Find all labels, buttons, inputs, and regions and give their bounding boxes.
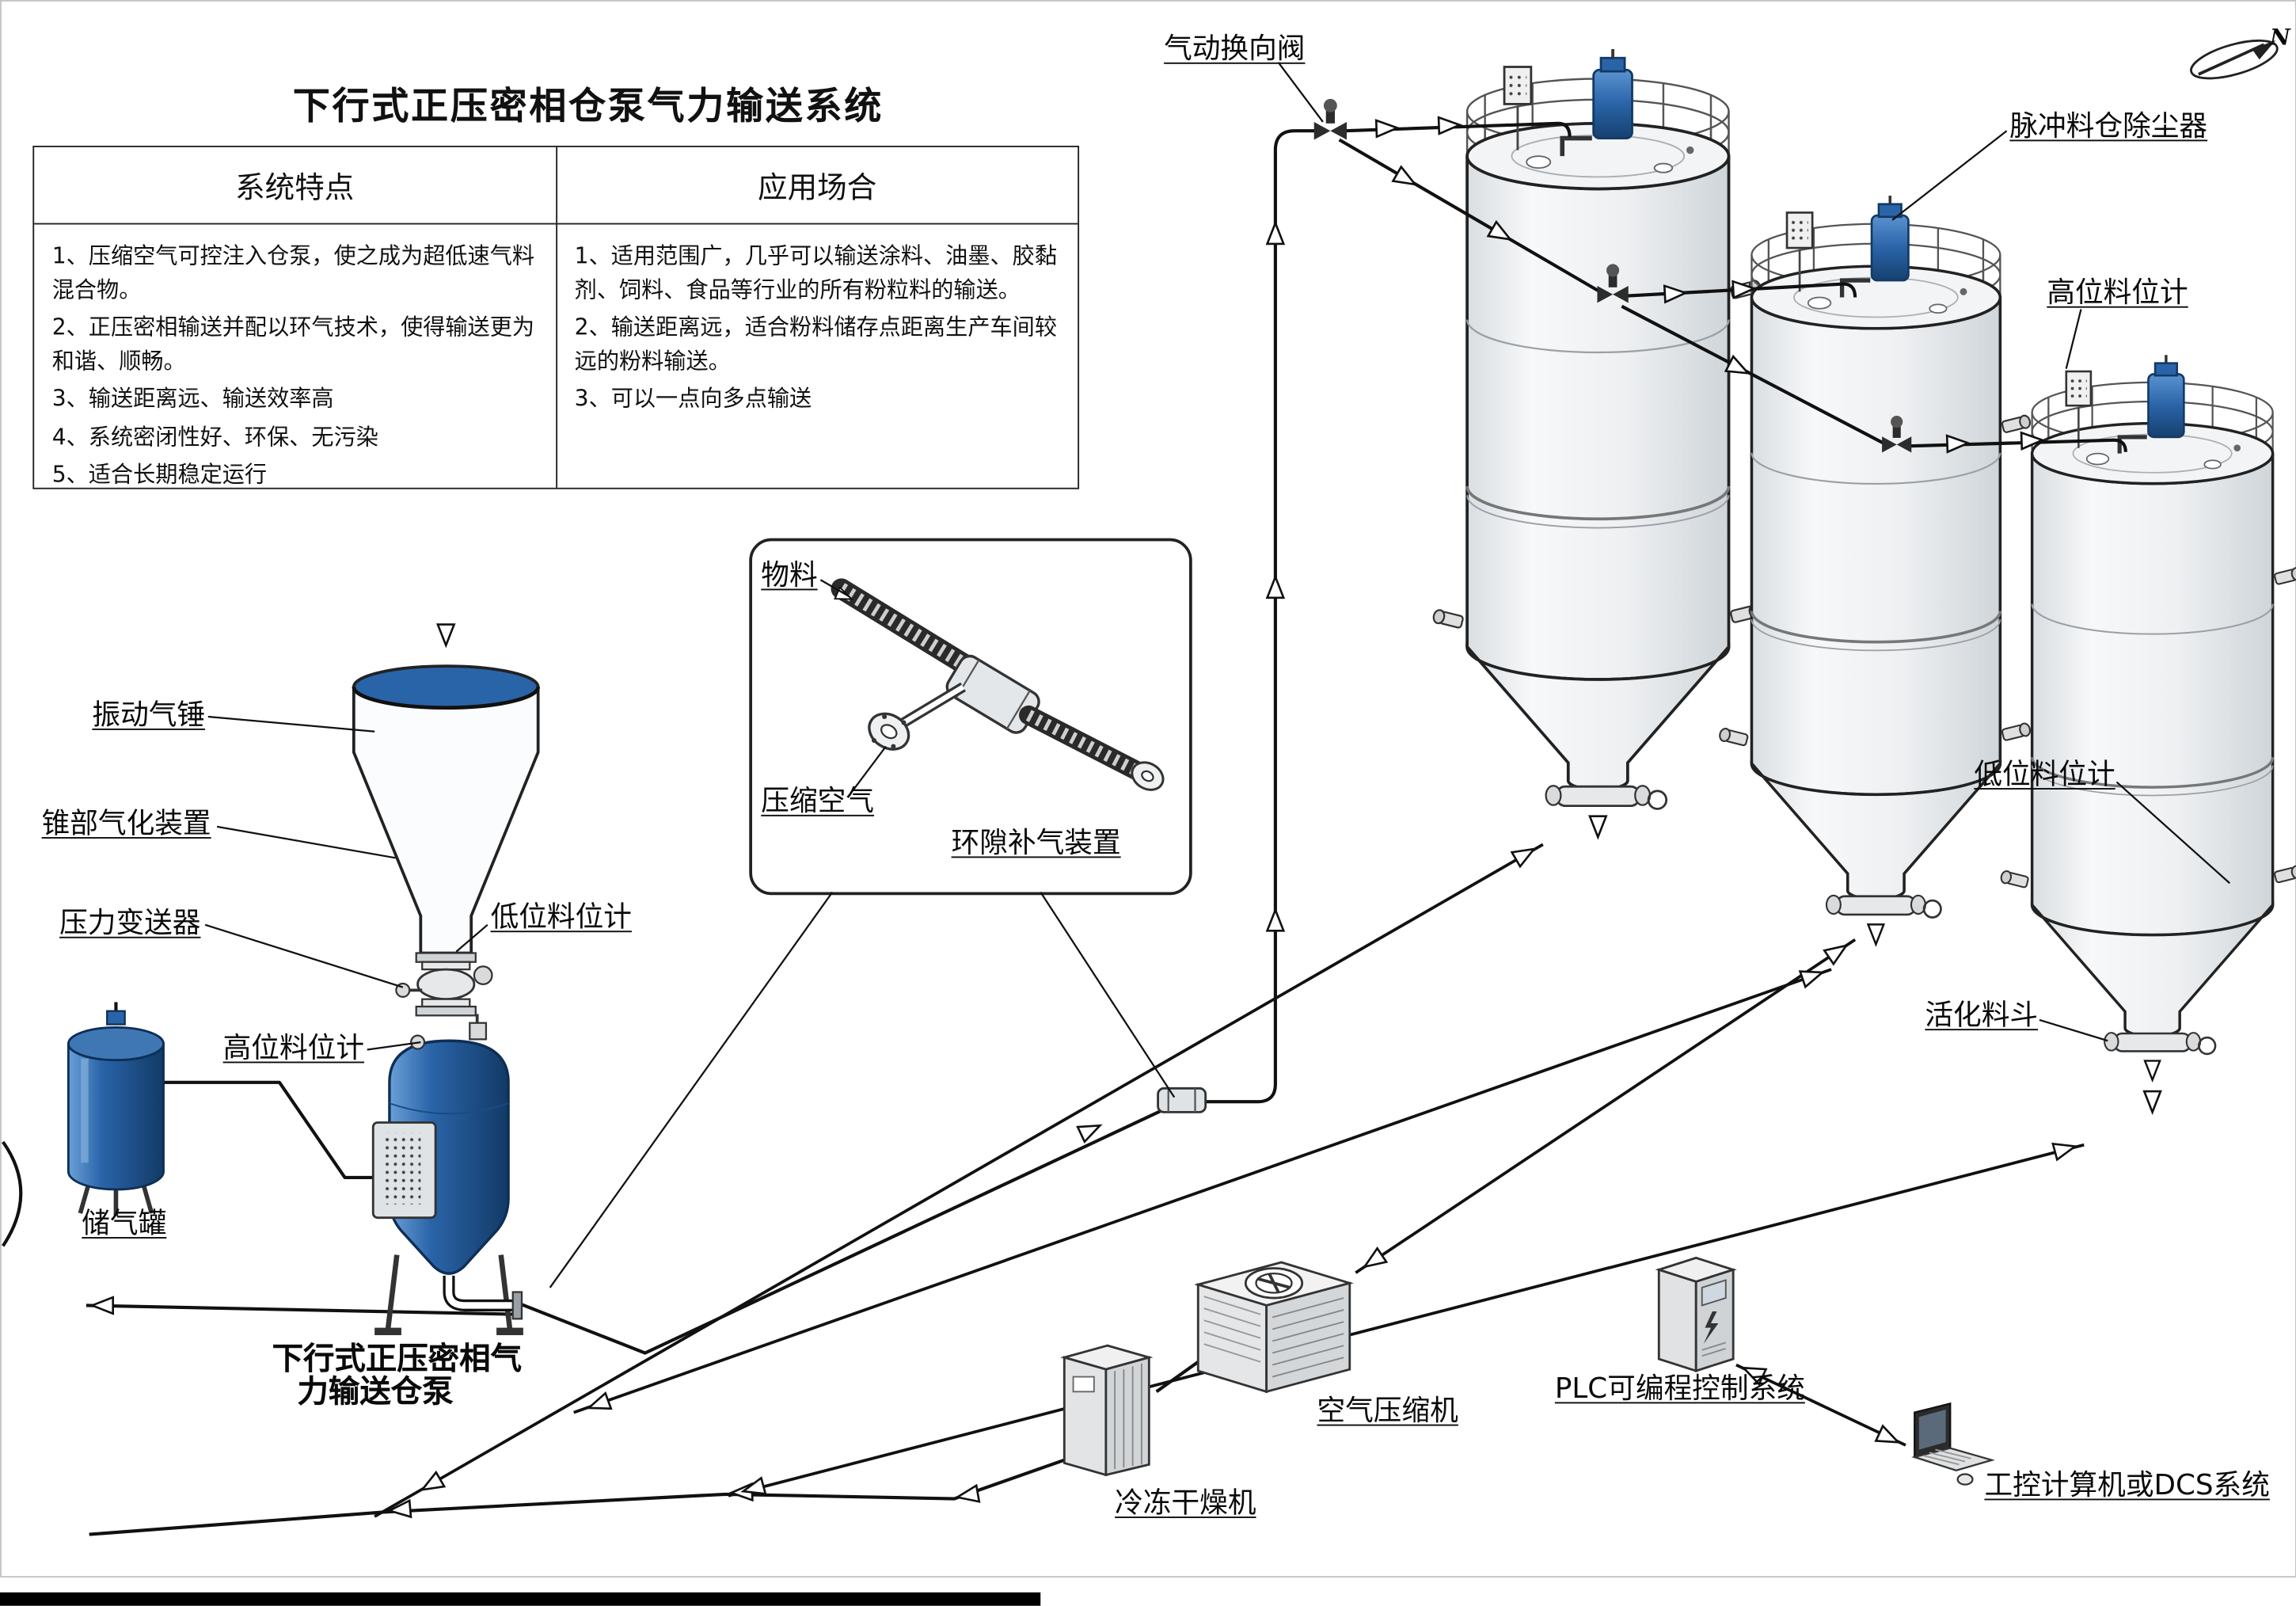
air-receiver-tank [67,1010,165,1216]
spec-header-applications: 应用场合 [758,169,877,206]
leader-lines [204,62,2231,1288]
plc-screen [1701,1279,1727,1307]
spec-table-body-row: 1、压缩空气可控注入仓泵，使之成为超低速气料混合物。 2、正压密相输送并配以环气… [34,224,1078,488]
label-material: 物料 [761,558,818,592]
storage-silo-3 [2000,355,2296,1079]
mouse-icon [1956,1473,1974,1486]
spec-features-list: 1、压缩空气可控注入仓泵，使之成为超低速气料混合物。 2、正压密相输送并配以环气… [34,224,557,488]
label-low-level-indicator-right: 低位料位计 [1974,758,2115,791]
freeze-dryer [1060,1344,1154,1477]
label-high-level-indicator-left: 高位料位计 [222,1031,365,1065]
lightning-icon [1703,1311,1719,1345]
pipework [2,121,2127,1536]
label-cone-aeration-device: 锥部气化装置 [41,807,211,840]
label-pulse-bin-dust-collector: 脉冲料仓除尘器 [2009,109,2208,143]
label-freeze-dryer: 冷冻干燥机 [1115,1486,1256,1520]
label-silo-pump-line1: 下行式正压密相气 [272,1341,523,1377]
pneumatic-diverter-valve-icon [1313,98,1348,140]
application-item: 2、输送距离远，适合粉料储存点距离生产车间较远的粉料输送。 [574,314,1057,375]
label-pneumatic-diverter-valve: 气动换向阀 [1164,32,1306,66]
label-pressure-transmitter: 压力变送器 [59,907,201,940]
label-compressed-air: 压缩空气 [761,785,874,818]
conveying-lines [374,843,2085,1518]
air-inlet-flange [868,712,910,751]
feed-hopper [352,664,541,955]
label-low-level-indicator-left: 低位料位计 [490,900,632,934]
feature-item: 1、压缩空气可控注入仓泵，使之成为超低速气料混合物。 [51,242,535,303]
annular-air-injector [1157,1087,1207,1113]
label-air-receiver-tank: 储气罐 [82,1207,167,1240]
feature-item: 5、适合长期稳定运行 [51,461,268,488]
detail-inset [749,538,1192,896]
label-compass-north: N [2269,24,2290,51]
feature-item: 4、系统密闭性好、环保、无污染 [51,423,378,450]
feature-item: 2、正压密相输送并配以环气技术，使得输送更为和谐、顺畅。 [51,314,535,375]
feature-item: 3、输送距离远、输送效率高 [51,385,334,413]
bottom-bar [0,1592,1041,1606]
label-plc-system: PLC可编程控制系统 [1554,1372,1805,1406]
label-activation-hopper: 活化料斗 [1925,999,2039,1032]
spec-table: 系统特点 应用场合 1、压缩空气可控注入仓泵，使之成为超低速气料混合物。 2、正… [32,145,1080,489]
pump-inlet-valve [395,952,493,1017]
label-industrial-computer: 工控计算机或DCS系统 [1984,1468,2270,1502]
label-air-compressor: 空气压缩机 [1317,1395,1458,1428]
outlet-flange [1131,761,1165,791]
page-title: 下行式正压密相仓泵气力输送系统 [292,85,884,128]
industrial-computer [1911,1402,1995,1486]
application-item: 1、适用范围广，几乎可以输送涂料、油墨、胶黏剂、饲料、食品等行业的所有粉粒料的输… [574,242,1057,303]
application-item: 3、可以一点向多点输送 [574,385,812,413]
air-compressor [1194,1261,1354,1394]
storage-silo-1 [1432,49,1762,837]
storage-silo-2 [1719,196,2032,944]
label-annular-gap-air-device: 环隙补气装置 [951,826,1121,860]
compass-icon [2190,39,2279,80]
plc-cabinet [1655,1256,1737,1372]
label-silo-pump-line2: 力输送仓泵 [297,1373,454,1410]
spec-header-features: 系统特点 [34,147,557,223]
label-high-level-indicator-right: 高位料位计 [2047,276,2188,310]
spec-applications-list: 1、适用范围广，几乎可以输送涂料、油墨、胶黏剂、饲料、食品等行业的所有粉粒料的输… [557,225,1078,488]
spec-table-header-row: 系统特点 应用场合 [34,147,1078,225]
silo-pump-vessel [371,1014,523,1335]
label-vibrating-air-hammer: 振动气锤 [92,698,206,732]
